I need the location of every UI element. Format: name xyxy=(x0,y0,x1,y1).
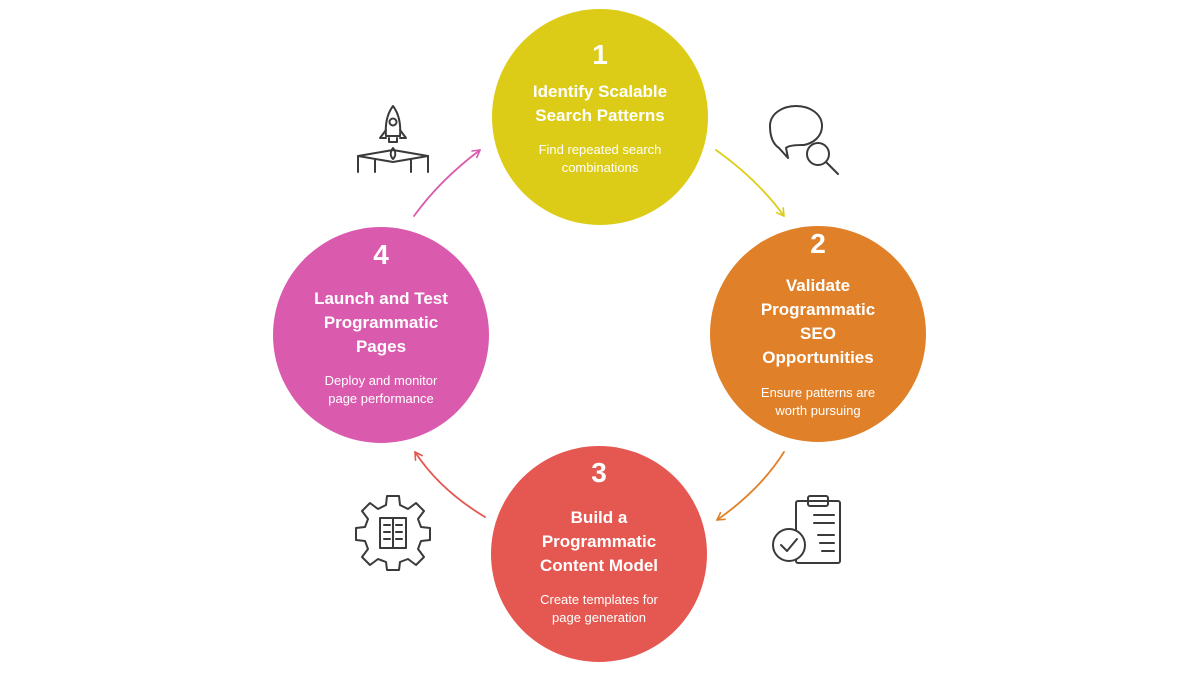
step-2-circle: 2 Validate Programmatic SEO Opportunitie… xyxy=(710,226,926,442)
step-3-number: 3 xyxy=(591,457,607,488)
rocket-launch-icon xyxy=(357,105,429,173)
connector-arrow-4-to-1 xyxy=(413,149,481,217)
connector-arrow-3-to-4 xyxy=(414,451,486,518)
clipboard-check-icon xyxy=(772,495,841,564)
connector-arrow-2-to-3 xyxy=(716,451,785,521)
step-1-description: Find repeated search combinations xyxy=(538,142,662,175)
step-2-description: Ensure patterns are worth pursuing xyxy=(760,385,876,418)
step-1-number: 1 xyxy=(592,39,608,70)
step-4-description: Deploy and monitor page performance xyxy=(324,373,438,406)
step-2-number: 2 xyxy=(810,228,826,259)
speech-bubble-magnifier-icon xyxy=(769,105,839,175)
step-2-title: Validate Programmatic SEO Opportunities xyxy=(760,276,876,367)
step-1-title: Identify Scalable Search Patterns xyxy=(532,82,668,125)
connector-arrow-1-to-2 xyxy=(715,149,785,217)
step-3-description: Create templates for page generation xyxy=(540,592,658,625)
step-1-circle: 1 Identify Scalable Search Patterns Find… xyxy=(492,9,708,225)
step-3-circle: 3 Build a Programmatic Content Model Cre… xyxy=(491,446,707,662)
step-4-circle: 4 Launch and Test Programmatic Pages Dep… xyxy=(273,227,489,443)
gear-document-icon xyxy=(355,495,431,571)
step-4-number: 4 xyxy=(373,239,389,270)
step-3-title: Build a Programmatic Content Model xyxy=(539,508,659,575)
step-4-title: Launch and Test Programmatic Pages xyxy=(314,289,448,356)
